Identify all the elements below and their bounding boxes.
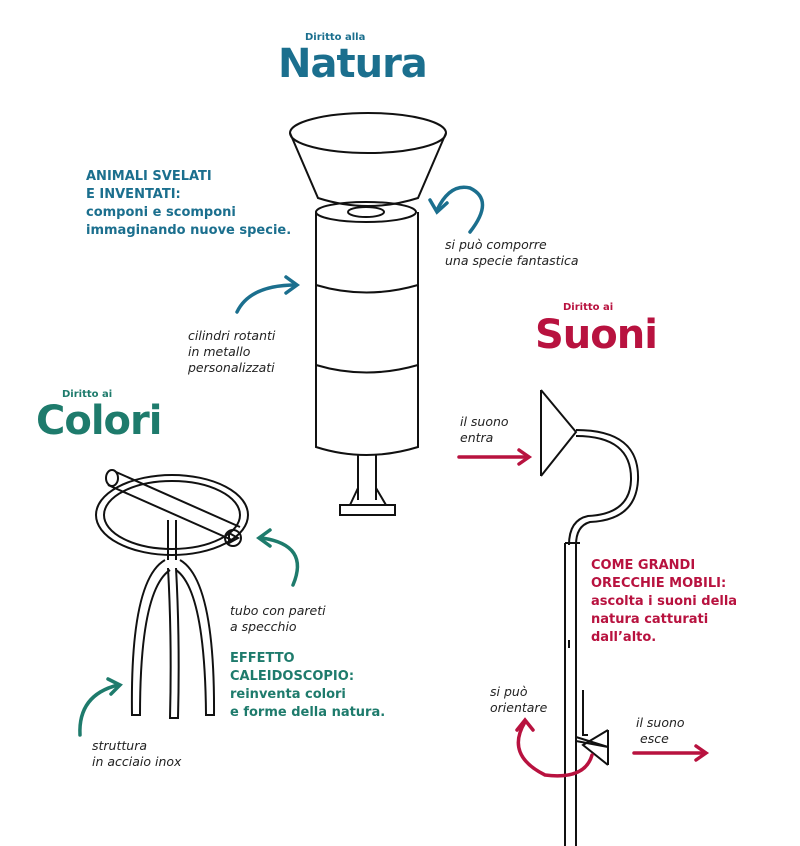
colori-feature: EFFETTO CALEIDOSCOPIO: reinventa colori … xyxy=(230,650,385,722)
note-line: esce xyxy=(640,731,669,746)
arrow-natura-top xyxy=(428,185,485,234)
note-line: in metallo xyxy=(188,344,251,359)
arrow-natura-cylinders xyxy=(235,275,300,314)
suoni-kicker: Diritto ai xyxy=(563,302,614,313)
colori-kicker: Diritto ai xyxy=(62,389,113,400)
note-line: cilindri rotanti xyxy=(188,328,276,343)
arrow-sound-out xyxy=(632,744,710,762)
feature-body-line: ascolta i suoni della xyxy=(591,594,738,609)
feature-heading-line: E INVENTATI: xyxy=(86,187,181,202)
natura-feature: ANIMALI SVELATI E INVENTATI: componi e s… xyxy=(86,168,291,240)
note-line: si può comporre xyxy=(445,237,547,252)
feature-body-line: natura catturati xyxy=(591,612,709,627)
feature-heading-line: EFFETTO xyxy=(230,651,295,666)
arrow-sound-in xyxy=(457,448,533,466)
feature-heading-line: ORECCHIE MOBILI: xyxy=(591,576,727,591)
note-line: entra xyxy=(460,430,494,445)
note-line: a specchio xyxy=(230,619,297,634)
natura-kicker: Diritto alla xyxy=(305,32,366,43)
note-line: personalizzati xyxy=(188,360,275,375)
suoni-feature: COME GRANDI ORECCHIE MOBILI: ascolta i s… xyxy=(591,557,737,647)
note-line: tubo con pareti xyxy=(230,603,326,618)
suoni-note-out: il suono esce xyxy=(636,715,685,747)
sound-horn-drawing xyxy=(540,389,640,846)
note-line: una specie fantastica xyxy=(445,253,579,268)
feature-heading-line: ANIMALI SVELATI xyxy=(86,169,212,184)
feature-body-line: reinventa colori xyxy=(230,687,346,702)
feature-body-line: immaginando nuove specie. xyxy=(86,223,292,238)
colori-title: Colori xyxy=(36,398,162,444)
natura-note-top: si può comporre una specie fantastica xyxy=(445,237,579,269)
colori-note-tube: tubo con pareti a specchio xyxy=(230,603,326,635)
feature-body-line: componi e scomponi xyxy=(86,205,236,220)
arrow-colori-tube xyxy=(256,528,300,587)
suoni-note-in: il suono entra xyxy=(460,414,509,446)
suoni-title: Suoni xyxy=(535,312,658,358)
suoni-note-orient: si può orientare xyxy=(490,684,547,716)
kaleidoscope-drawing xyxy=(95,469,249,719)
arrow-colori-structure xyxy=(78,677,123,737)
feature-heading-line: CALEIDOSCOPIO: xyxy=(230,669,355,684)
natura-totem-drawing xyxy=(289,112,447,516)
natura-title: Natura xyxy=(278,41,428,87)
feature-heading-line: COME GRANDI xyxy=(591,558,696,573)
arrow-sound-rotate xyxy=(515,717,594,778)
note-line: il suono xyxy=(636,715,685,730)
feature-body-line: e forme della natura. xyxy=(230,705,386,720)
colori-note-structure: struttura in acciaio inox xyxy=(92,738,181,770)
note-line: si può xyxy=(490,684,528,699)
note-line: struttura xyxy=(92,738,147,753)
note-line: orientare xyxy=(490,700,548,715)
feature-body-line: dall’alto. xyxy=(591,630,657,645)
natura-note-cylinders: cilindri rotanti in metallo personalizza… xyxy=(188,328,275,376)
note-line: in acciaio inox xyxy=(92,754,182,769)
note-line: il suono xyxy=(460,414,509,429)
